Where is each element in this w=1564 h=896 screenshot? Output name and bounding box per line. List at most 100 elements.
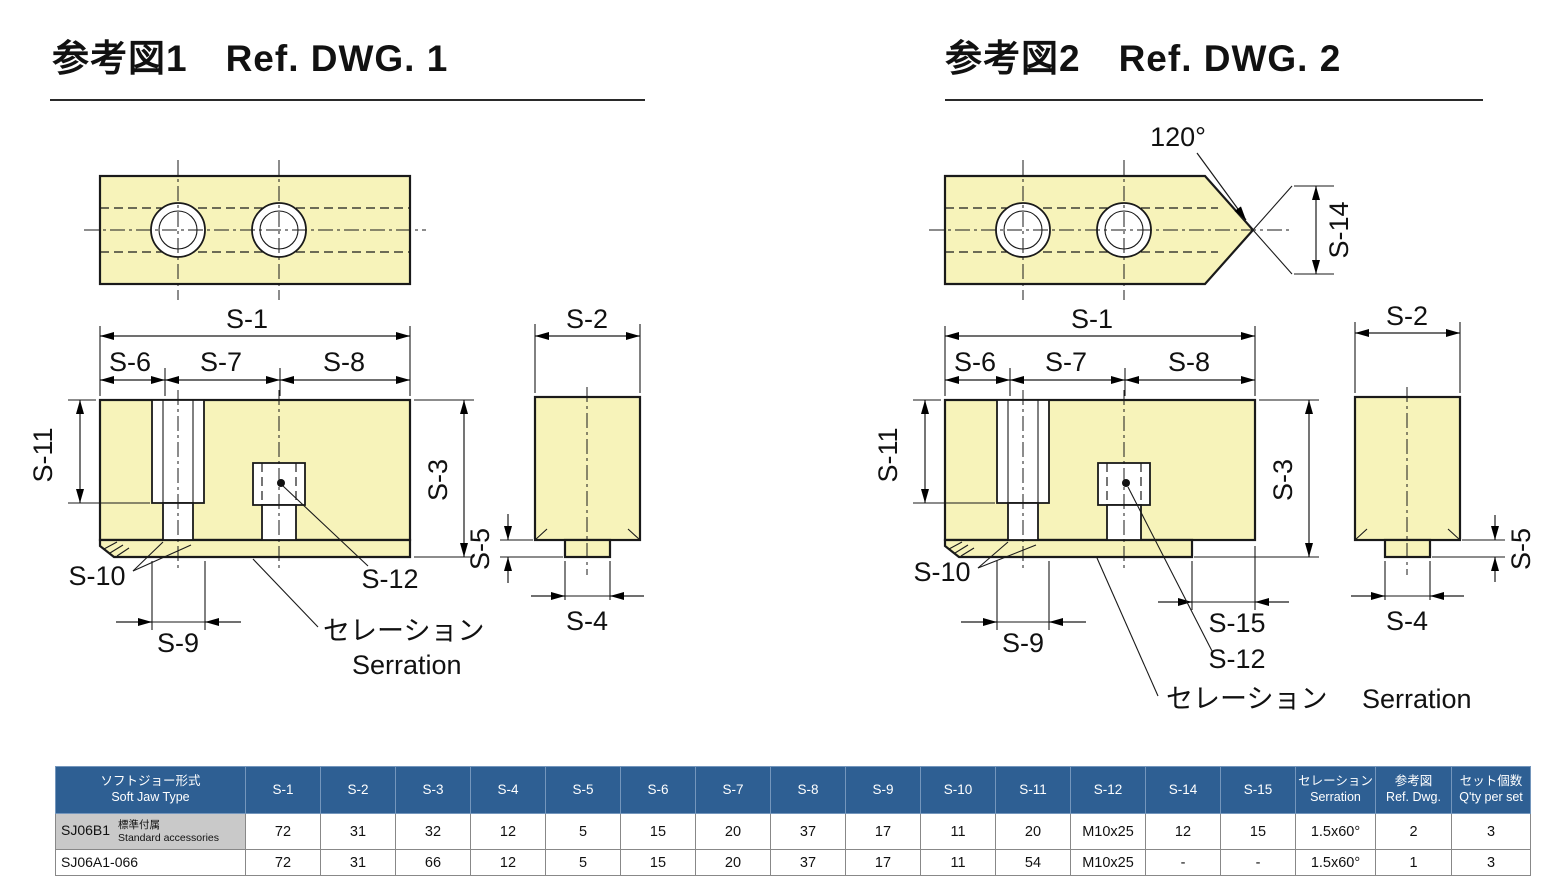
dwg1-serration-callout: セレーション Serration	[252, 558, 484, 680]
dim-label-s9: S-9	[157, 628, 199, 658]
dwg2-dimensions: S-1 S-6 S-7 S-8 S-11	[873, 301, 1536, 715]
dim-s14: S-14	[1294, 185, 1354, 275]
dwg2-front-view	[943, 390, 1257, 568]
serration-label-jp: セレーション	[323, 616, 484, 647]
dwg1-side-view	[533, 387, 642, 575]
col-header-s7: S-7	[695, 766, 771, 814]
table-header-row: ソフトジョー形式 Soft Jaw Type S-1 S-2 S-3 S-4 S…	[55, 766, 1531, 814]
table-cell: 1	[1375, 849, 1452, 876]
table-cell: 15	[620, 813, 696, 850]
dim-label-s5: S-5	[1506, 528, 1536, 570]
col-header-s4: S-4	[470, 766, 546, 814]
dim-label-s2: S-2	[1386, 301, 1428, 331]
table-cell: 12	[1145, 813, 1221, 850]
table-cell: 72	[245, 849, 321, 876]
col-header-s6: S-6	[620, 766, 696, 814]
table-cell: 37	[770, 813, 846, 850]
header-en: Ref. Dwg.	[1386, 790, 1441, 804]
serration-label-en: Serration	[1362, 684, 1472, 714]
model-name-cell: SJ06A1-066	[55, 849, 246, 876]
table-cell: -	[1145, 849, 1221, 876]
dwg2-side-view	[1353, 387, 1462, 575]
col-header-s1: S-1	[245, 766, 321, 814]
dwg2-top-view: 120° S-14	[929, 122, 1354, 300]
dim-label-s10: S-10	[68, 561, 125, 591]
header-en: Q'ty per set	[1459, 790, 1523, 804]
header-jp: ソフトジョー形式	[100, 774, 201, 789]
table-cell: M10x25	[1070, 813, 1146, 850]
dim-label-s8: S-8	[323, 347, 365, 377]
dim-label-s4: S-4	[566, 606, 608, 636]
dwg1-dimensions: S-1 S-6 S-7 S-8 S-11	[28, 304, 644, 680]
table-cell: 20	[695, 813, 771, 850]
col-header-jaw-type: ソフトジョー形式 Soft Jaw Type	[55, 766, 246, 814]
dim-label-s8: S-8	[1168, 347, 1210, 377]
ref-dwg-1: S-1 S-6 S-7 S-8 S-11	[28, 160, 644, 680]
soft-jaw-spec-table: ソフトジョー形式 Soft Jaw Type S-1 S-2 S-3 S-4 S…	[55, 766, 1531, 876]
dim-label-s10: S-10	[913, 557, 970, 587]
table-cell: 12	[470, 849, 546, 876]
dim-label-s6: S-6	[109, 347, 151, 377]
col-header-s15: S-15	[1220, 766, 1296, 814]
dim-s10: S-10	[913, 541, 1037, 587]
dim-s12: S-12	[282, 485, 419, 594]
table-cell: 72	[245, 813, 321, 850]
dim-label-s11: S-11	[873, 427, 903, 482]
table-cell: 54	[995, 849, 1071, 876]
dwg1-title: 参考図1 Ref. DWG. 1	[52, 38, 449, 79]
dim-label-s7: S-7	[200, 347, 242, 377]
dim-label-s5: S-5	[465, 528, 495, 570]
dim-label-s3: S-3	[423, 459, 453, 501]
technical-drawings: S-1 S-6 S-7 S-8 S-11	[28, 122, 1536, 715]
dim-s3: S-3	[1194, 399, 1319, 558]
dim-s11: S-11	[28, 399, 150, 504]
col-header-s8: S-8	[770, 766, 846, 814]
table-cell: 20	[695, 849, 771, 876]
table-cell: 11	[920, 849, 996, 876]
dim-s1: S-1	[99, 304, 411, 396]
dwg1-top-view	[84, 160, 426, 300]
header-jp: セット個数	[1459, 774, 1523, 789]
dwg1-front-view	[98, 390, 412, 568]
dim-s6-s7-s8: S-6 S-7 S-8	[100, 347, 410, 396]
dim-s3: S-3	[414, 399, 474, 558]
dim-label-s1: S-1	[226, 304, 268, 334]
dim-label-s12: S-12	[1208, 644, 1265, 674]
table-cell: 5	[545, 813, 621, 850]
table-cell: 15	[1220, 813, 1296, 850]
dim-s2: S-2	[534, 304, 641, 393]
col-header-ref-dwg: 参考図 Ref. Dwg.	[1375, 766, 1452, 814]
dwg2-title: 参考図2 Ref. DWG. 2	[945, 38, 1342, 79]
dim-s5: S-5	[465, 514, 563, 583]
dim-label-s11: S-11	[28, 427, 58, 482]
header-jp: 参考図	[1394, 774, 1433, 789]
table-cell: 2	[1375, 813, 1452, 850]
dwg1-serration-strip	[98, 538, 412, 559]
dim-label-120deg: 120°	[1150, 122, 1206, 152]
dim-s15: S-15	[1158, 546, 1289, 638]
table-cell: M10x25	[1070, 849, 1146, 876]
serration-label-en: Serration	[352, 650, 462, 680]
dwg2-s12-point	[1122, 479, 1130, 487]
dim-label-s9: S-9	[1002, 628, 1044, 658]
col-header-s12: S-12	[1070, 766, 1146, 814]
serration-label-jp: セレーション	[1166, 684, 1327, 715]
table-cell: 37	[770, 849, 846, 876]
table-cell: 1.5x60°	[1295, 849, 1376, 876]
dim-label-s1: S-1	[1071, 304, 1113, 334]
model-name: SJ06B1	[61, 822, 111, 839]
dim-label-s6: S-6	[954, 347, 996, 377]
dim-s1: S-1	[944, 304, 1256, 396]
dim-angle-120: 120°	[1150, 122, 1247, 221]
col-header-s14: S-14	[1145, 766, 1221, 814]
table-cell: 5	[545, 849, 621, 876]
dwg2-title-rule	[945, 99, 1483, 101]
dwg1-title-rule	[50, 99, 645, 101]
table-cell: 17	[845, 849, 921, 876]
col-header-qty: セット個数 Q'ty per set	[1451, 766, 1531, 814]
table-cell: 3	[1451, 849, 1531, 876]
col-header-s2: S-2	[320, 766, 396, 814]
dwg2-serration-strip	[943, 538, 1194, 559]
